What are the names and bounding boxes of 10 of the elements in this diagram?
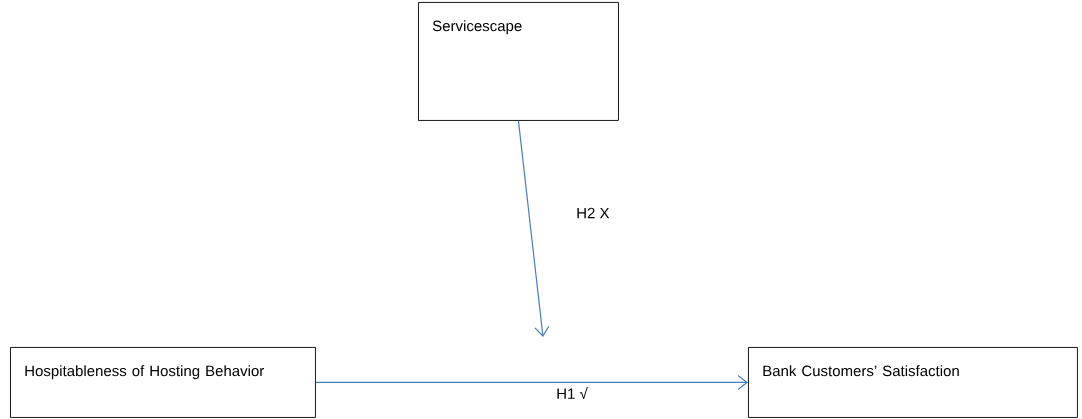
- box: [10, 347, 316, 418]
- box: [418, 2, 619, 121]
- edge-label: H1 √: [555, 386, 589, 400]
- edge-label: H2 X: [575, 206, 611, 220]
- box-text: Servicescape: [432, 20, 522, 35]
- box-text: Hospitableness of Hosting Behavior: [25, 365, 264, 380]
- arrow: [517, 120, 550, 337]
- arrow: [315, 374, 748, 391]
- box: [748, 347, 1078, 418]
- box-text: Bank Customers’ Satisfaction: [763, 365, 959, 377]
